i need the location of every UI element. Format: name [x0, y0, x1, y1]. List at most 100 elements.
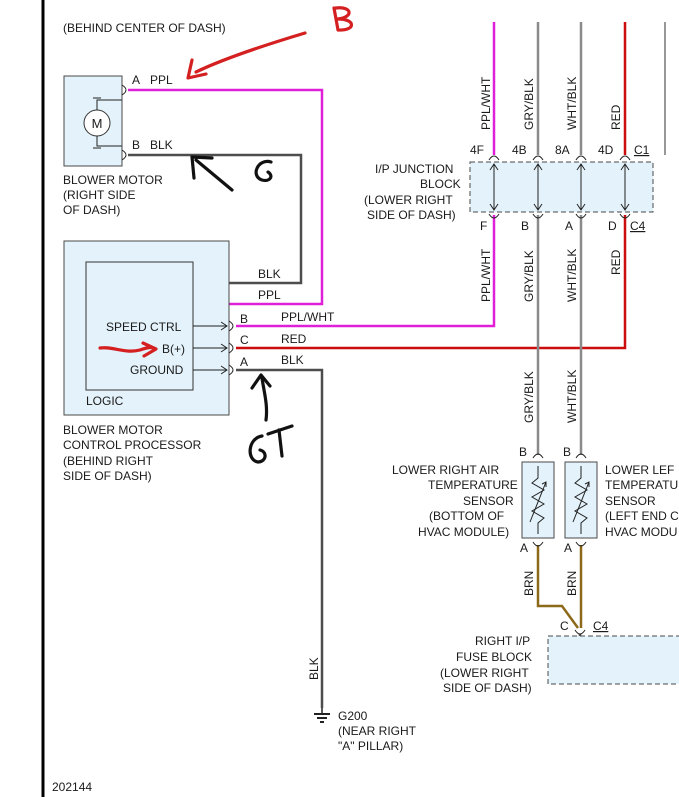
motor-pin-a-connector — [121, 84, 127, 96]
junction-connector-c1: C1 — [634, 143, 650, 157]
sensor-2-label-3: SENSOR — [605, 494, 656, 508]
fuse-label-1: RIGHT I/P — [475, 634, 530, 648]
sensor-1-label-3: SENSOR — [463, 494, 514, 508]
annotation-b-arrow — [186, 31, 307, 80]
motor-pin-b-wire: BLK — [150, 138, 173, 152]
input-speed-ctrl: SPEED CTRL — [106, 320, 182, 334]
processor-label-4: SIDE OF DASH) — [63, 469, 152, 483]
wire-label-gry-blk-upper: GRY/BLK — [522, 78, 536, 130]
sensor-2-label-4: (LEFT END C — [605, 509, 679, 523]
sensor-1-label-2: TEMPERATURE — [428, 478, 518, 492]
top-caption: (BEHIND CENTER OF DASH) — [63, 21, 226, 35]
fuse-block-connector — [574, 629, 586, 635]
sensor-1-label-4: (BOTTOM OF — [429, 509, 504, 523]
red-wire — [236, 215, 627, 350]
sensor-2-label-5: HVAC MODU — [605, 525, 677, 539]
annotation-b-text: B — [334, 19, 342, 33]
processor-label-2: CONTROL PROCESSOR — [63, 438, 202, 452]
fuse-block-pin: C — [560, 619, 569, 633]
processor-label-1: BLOWER MOTOR — [63, 423, 163, 437]
ground-wire-label: BLK — [307, 657, 321, 680]
motor-pin-b-connector — [121, 149, 127, 161]
motor-letter: M — [92, 116, 103, 131]
input-pin-b: B — [240, 312, 248, 326]
logic-label: LOGIC — [86, 394, 124, 408]
ground-label-3: "A" PILLAR) — [338, 739, 403, 753]
junction-block-box — [469, 161, 654, 213]
junction-top-pin-4d: 4D — [598, 143, 614, 157]
blower-motor-label-3: OF DASH) — [63, 203, 120, 217]
wire-label-wht-blk-lower: WHT/BLK — [565, 249, 579, 302]
sensor-2-label-1: LOWER LEF — [605, 463, 674, 477]
sensor-2-top-pin: B — [563, 445, 571, 459]
input-pin-a: A — [240, 355, 248, 369]
logic-box — [85, 261, 194, 391]
junction-top-pin-4b: 4B — [512, 143, 527, 157]
junction-top-pin-8a: 8A — [555, 143, 570, 157]
ground-symbol-icon — [314, 708, 330, 723]
wire-label-gry-blk-lower: GRY/BLK — [522, 250, 536, 302]
fuse-label-3: (LOWER RIGHT — [440, 666, 529, 680]
ground-label-2: (NEAR RIGHT — [338, 724, 417, 738]
input-bplus: B(+) — [162, 342, 185, 356]
annotation-red-arrow — [98, 341, 158, 358]
junction-bottom-pin-f: F — [480, 219, 487, 233]
motor-pin-b: B — [132, 138, 140, 152]
blk-motor-wire — [128, 153, 303, 285]
sensor-2-bottom-pin: A — [564, 541, 572, 555]
sensor-1-label-1: LOWER RIGHT AIR — [392, 463, 499, 477]
motor-pin-a-wire: PPL — [150, 73, 173, 87]
sensor-2-brn-label: BRN — [565, 571, 579, 596]
annotation-gt-text: GT — [250, 449, 267, 463]
annotation-g-text: G — [252, 169, 261, 183]
fuse-label-4: SIDE OF DASH) — [443, 681, 532, 695]
junction-connector-c4: C4 — [630, 219, 646, 233]
input-arrows — [193, 320, 234, 376]
processor-upper-wire-blk: BLK — [258, 267, 281, 281]
ground-wire — [236, 368, 324, 708]
sensor-1-brn-label: BRN — [522, 571, 536, 596]
junction-label-4: SIDE OF DASH) — [367, 208, 456, 222]
sensor-thermistors — [529, 453, 590, 547]
sensor-1-label-5: HVAC MODULE) — [418, 525, 509, 539]
fuse-label-2: FUSE BLOCK — [456, 650, 532, 664]
wire-label-ppl-wht-lower: PPL/WHT — [479, 248, 493, 302]
sensor-2-label-2: TEMPERATU — [605, 478, 678, 492]
annotation-g-arrow — [190, 155, 234, 192]
processor-upper-wire-ppl: PPL — [258, 288, 281, 302]
annotation-gt-arrow — [250, 373, 272, 422]
junction-top-pin-4f: 4F — [470, 143, 484, 157]
wire-label-wht-blk-upper: WHT/BLK — [565, 77, 579, 130]
fuse-block-connector-label: C4 — [593, 619, 609, 633]
junction-bottom-pin-b: B — [521, 219, 529, 233]
fuse-block-box — [547, 635, 679, 685]
ppl-wht-wire — [236, 215, 496, 328]
input-pin-c: C — [240, 333, 249, 347]
junction-label-1: I/P JUNCTION — [375, 162, 453, 176]
blower-motor-label-1: BLOWER MOTOR — [63, 173, 163, 187]
junction-bus-arrows — [488, 155, 631, 219]
sensor-1-top-pin: B — [519, 445, 527, 459]
junction-label-2: BLOCK — [420, 177, 461, 191]
wire-label-wht-blk-sensor: WHT/BLK — [565, 370, 579, 423]
junction-bottom-pin-a: A — [565, 219, 573, 233]
annotation-b-letter — [332, 6, 354, 32]
wire-label-red-lower: RED — [609, 249, 623, 275]
wire-label-ppl-wht-upper: PPL/WHT — [479, 76, 493, 130]
ppl-wire — [128, 88, 324, 306]
motor-pin-a: A — [132, 73, 140, 87]
sensor-1-bottom-pin: A — [520, 541, 528, 555]
input-wire-blk: BLK — [281, 353, 304, 367]
input-wire-red: RED — [281, 332, 307, 346]
ground-label-1: G200 — [338, 709, 368, 723]
annotation-gt-letters — [248, 424, 294, 464]
brn-wire-1 — [536, 545, 580, 629]
wire-label-gry-blk-sensor: GRY/BLK — [522, 371, 536, 423]
motor-leads — [93, 97, 122, 149]
junction-bottom-pin-d: D — [608, 219, 617, 233]
input-wire-ppl-wht: PPL/WHT — [281, 310, 335, 324]
processor-label-3: (BEHIND RIGHT — [63, 454, 154, 468]
annotation-g-letter — [254, 159, 273, 182]
